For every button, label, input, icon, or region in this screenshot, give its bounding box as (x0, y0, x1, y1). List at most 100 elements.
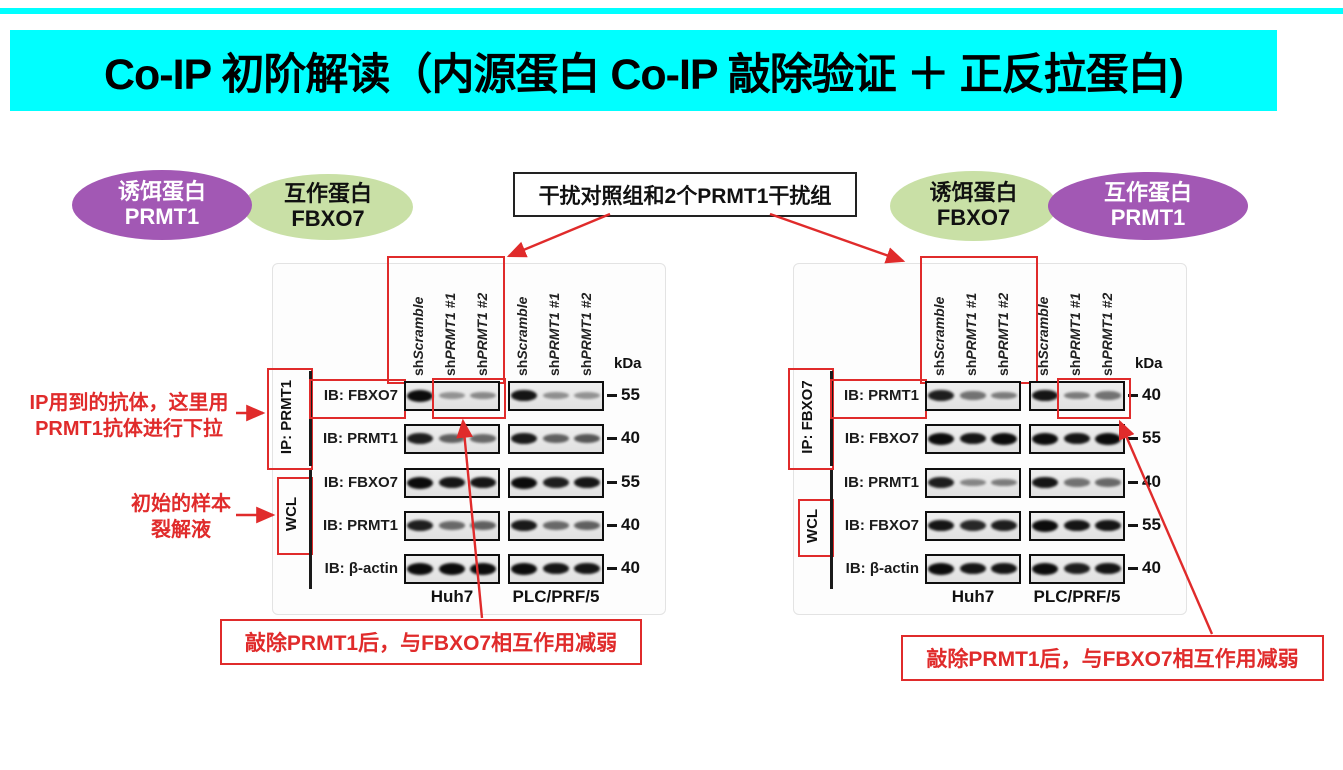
cell-line-left-1: PLC/PRF/5 (512, 587, 600, 606)
lane-label-name: PRMT1 #1 (546, 292, 562, 360)
conclusion-box-right: 敲除PRMT1后，与FBXO7相互作用减弱 (901, 635, 1324, 681)
lane-label-name: PRMT1 #1 (442, 292, 458, 360)
lane-label-name: Scramble (410, 296, 427, 360)
wcl-section-line-left (309, 470, 312, 589)
kda-value-left-0: 55 (621, 385, 640, 404)
gel-right-row2-g0 (925, 468, 1021, 498)
band (1031, 432, 1058, 445)
band (470, 391, 497, 400)
kda-header-left: kDa (614, 355, 642, 372)
ib-label-right-1: IB: FBXO7 (844, 430, 919, 447)
ib-label-left-3: IB: PRMT1 (323, 517, 398, 534)
gel-right-row1-g1 (1029, 424, 1125, 454)
band (1063, 478, 1090, 487)
band (1063, 432, 1090, 445)
ip-antibody-note-line1: IP用到的抗体，这里用 (29, 392, 229, 414)
kda-value-right-0: 40 (1142, 385, 1161, 404)
bait-oval-left-line2: PRMT1 (124, 204, 200, 229)
knockdown-highlight-right (1057, 378, 1131, 419)
band (927, 519, 954, 532)
band (438, 392, 465, 399)
band (991, 391, 1018, 400)
kda-tick-left-2 (607, 481, 617, 484)
band (1031, 519, 1058, 532)
lane-label-right-2: shPRMT1 #2 (995, 264, 1011, 376)
band (1031, 389, 1058, 402)
wcl-section-redbox-right (798, 499, 834, 557)
top-accent-strip (0, 8, 1343, 14)
band (959, 432, 986, 445)
kda-tick-right-2 (1128, 481, 1138, 484)
ip-section-label-left: IP: PRMT1 (278, 379, 295, 455)
band (438, 521, 465, 530)
wcl-note-line2: 裂解液 (151, 519, 211, 541)
band (927, 476, 954, 489)
lane-label-name: Scramble (514, 296, 531, 360)
kda-value-left-1: 40 (621, 428, 640, 447)
kda-value-right-2: 40 (1142, 472, 1161, 491)
ib-label-left-0: IB: FBXO7 (323, 387, 398, 404)
band (1095, 519, 1122, 532)
lane-label-right-0: shScramble (931, 264, 947, 376)
lane-label-prefix: sh (994, 359, 1011, 376)
kda-value-left-3: 40 (621, 515, 640, 534)
ib-label-left-2: IB: FBXO7 (323, 474, 398, 491)
lane-label-name: PRMT1 #1 (963, 292, 979, 360)
lane-label-prefix: sh (931, 359, 948, 376)
lane-label-left-3: shScramble (514, 264, 530, 376)
ib-label-left-4: IB: β-actin (324, 560, 398, 577)
gel-right-row4-g1 (1029, 554, 1125, 584)
bait-oval-right-line1: 诱饵蛋白 (929, 180, 1018, 206)
lane-label-prefix: sh (963, 359, 979, 376)
lane-label-prefix: sh (1067, 359, 1083, 376)
kda-value-left-4: 40 (621, 558, 640, 577)
gel-right-row3-g1 (1029, 511, 1125, 541)
band (1063, 391, 1090, 400)
gel-left-row0-g0 (404, 381, 500, 411)
kda-value-left-2: 55 (621, 472, 640, 491)
kda-tick-right-1 (1128, 437, 1138, 440)
lane-label-name: Scramble (1035, 296, 1052, 360)
ib-label-right-4: IB: β-actin (845, 560, 919, 577)
kda-tick-right-3 (1128, 524, 1138, 527)
band (542, 521, 569, 530)
band (1095, 391, 1122, 400)
band (927, 432, 954, 445)
gel-left-row3-g0 (404, 511, 500, 541)
lane-label-prefix: sh (410, 359, 427, 376)
kda-tick-right-4 (1128, 567, 1138, 570)
lane-label-left-1: shPRMT1 #1 (442, 264, 458, 376)
gel-right-row2-g1 (1029, 468, 1125, 498)
ip-antibody-note: IP用到的抗体，这里用 PRMT1抗体进行下拉 (14, 390, 244, 442)
lane-label-prefix: sh (473, 359, 490, 376)
band (959, 520, 986, 531)
title-bar: Co-IP 初阶解读（内源蛋白 Co-IP 敲除验证 ＋ 正反拉蛋白) (10, 30, 1277, 111)
band (959, 562, 986, 575)
ib-label-right-2: IB: PRMT1 (844, 474, 919, 491)
band (991, 478, 1018, 487)
ip-section-label-right: IP: FBXO7 (799, 380, 816, 454)
prey-oval-right: 互作蛋白 PRMT1 (1048, 172, 1248, 240)
kda-tick-left-4 (607, 567, 617, 570)
lane-label-name: PRMT1 #2 (994, 292, 1011, 360)
band (406, 519, 433, 532)
cell-line-right-1: PLC/PRF/5 (1033, 587, 1121, 606)
lane-label-prefix: sh (577, 359, 594, 376)
prey-oval-left-line2: FBXO7 (291, 206, 365, 231)
gel-left-row4-g1 (508, 554, 604, 584)
band (1031, 562, 1058, 575)
wcl-section-line-right (830, 470, 833, 589)
lane-label-right-3: shScramble (1035, 264, 1051, 376)
kda-value-right-1: 55 (1142, 428, 1161, 447)
band (510, 432, 537, 445)
ib-label-right-3: IB: FBXO7 (844, 517, 919, 534)
ip-section-redbox-left (267, 368, 313, 470)
lane-label-name: PRMT1 #2 (473, 292, 490, 360)
ib-label-left-1: IB: PRMT1 (323, 430, 398, 447)
lane-label-name: PRMT1 #1 (1067, 292, 1083, 360)
band (1095, 562, 1122, 575)
band (406, 562, 433, 575)
gel-right-row0-g1 (1029, 381, 1125, 411)
gel-left-row3-g1 (508, 511, 604, 541)
